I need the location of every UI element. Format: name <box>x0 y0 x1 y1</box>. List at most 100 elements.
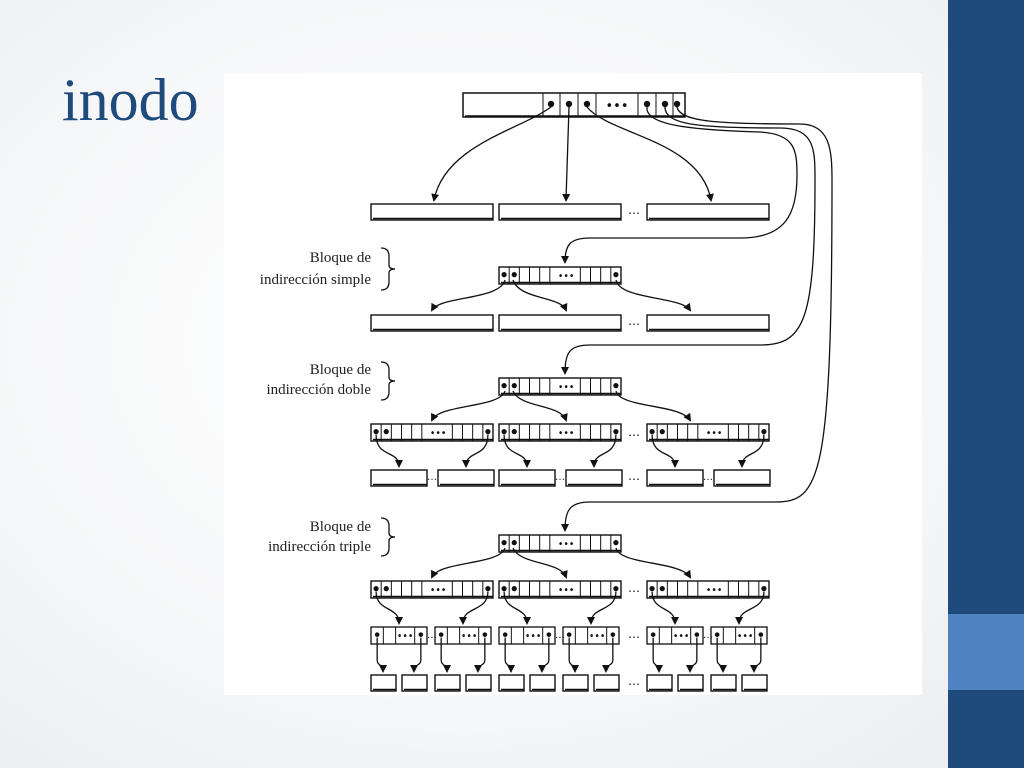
data-block <box>646 314 770 332</box>
pointer-dots-text: ••• <box>461 631 478 642</box>
pointer-arrow <box>512 390 568 422</box>
pointer-dot <box>547 100 555 108</box>
data-block <box>565 469 623 487</box>
data-block <box>370 674 397 692</box>
data-block <box>677 674 704 692</box>
pointer-arrow <box>686 637 698 673</box>
pointer-arrow <box>615 279 692 312</box>
slide-title: inodo <box>62 67 199 133</box>
pointer-dot <box>566 632 572 637</box>
pointer-dot <box>613 272 619 278</box>
pointer-dots-text: ••• <box>558 382 575 393</box>
pointer-arrow <box>587 591 617 625</box>
ellipsis-text: … <box>628 203 640 217</box>
pointer-arrow <box>431 106 552 202</box>
pointer-arrow <box>512 279 568 312</box>
label-simple: Bloque de indirección simple <box>260 250 372 288</box>
pointer-dot <box>383 586 389 592</box>
pointer-dot <box>650 632 656 637</box>
pointer-arrow <box>716 637 727 673</box>
pointer-arrow <box>431 547 506 579</box>
pointer-dot <box>659 429 665 435</box>
data-block <box>710 674 737 692</box>
pointer-dot <box>511 272 517 278</box>
pointer-dot <box>610 632 616 637</box>
pointer-dots-text: ••• <box>706 585 723 596</box>
pointer-dot <box>373 429 379 435</box>
pointer-arrow <box>651 434 679 468</box>
pointer-dot <box>501 383 507 389</box>
label-doble: Bloque de indirección doble <box>266 362 371 398</box>
label-triple-line2: indirección triple <box>268 539 371 555</box>
diagram-shapes: •••…•••…••••••••••••……………••••••••••••…••… <box>370 92 833 692</box>
pointer-dot <box>613 540 619 546</box>
pointer-dot <box>485 586 491 592</box>
pointer-dot <box>714 632 720 637</box>
pointer-dots-text: ••• <box>605 99 628 114</box>
pointer-dots-text: ••• <box>525 631 542 642</box>
pointer-dot <box>661 100 669 108</box>
pointer-arrow <box>652 637 663 673</box>
ellipsis-text: … <box>427 630 437 641</box>
label-brace <box>380 361 396 401</box>
pointer-dot <box>694 632 700 637</box>
pointer-arrow <box>586 106 714 202</box>
pointer-dot <box>761 429 767 435</box>
ellipsis-text: … <box>628 469 640 483</box>
pointer-dots-text: ••• <box>737 631 754 642</box>
pointer-dot <box>546 632 552 637</box>
label-triple: Bloque de indirección triple <box>268 519 371 555</box>
pointer-arrow <box>503 434 531 468</box>
pointer-arrow <box>474 637 486 673</box>
label-brace <box>380 247 396 291</box>
pointer-dots-text: ••• <box>430 585 447 596</box>
pointer-arrow <box>750 637 762 673</box>
label-brace <box>380 517 396 557</box>
pointer-dots-text: ••• <box>397 631 414 642</box>
ellipsis-text: … <box>703 472 713 483</box>
small-indirect-block <box>562 626 620 645</box>
data-block <box>713 469 771 487</box>
data-block <box>434 674 461 692</box>
pointer-arrow <box>376 637 387 673</box>
pointer-dot <box>583 100 591 108</box>
ellipsis-text: … <box>555 630 565 641</box>
small-indirect-block <box>498 626 556 645</box>
data-block <box>370 203 494 221</box>
pointer-arrow <box>410 637 422 673</box>
data-block <box>593 674 620 692</box>
pointer-arrow <box>602 637 614 673</box>
data-block <box>498 314 622 332</box>
label-doble-line2: indirección doble <box>266 382 371 398</box>
label-simple-line2: indirección simple <box>260 272 372 288</box>
pointer-dots-text: ••• <box>430 428 447 439</box>
pointer-arrow <box>615 390 692 422</box>
pointer-dot <box>511 429 517 435</box>
pointer-dot <box>649 586 655 592</box>
pointer-arrow <box>431 279 506 312</box>
pointer-dot <box>482 632 488 637</box>
pointer-dot <box>673 100 681 108</box>
pointer-dot <box>502 632 508 637</box>
small-indirect-block <box>710 626 768 645</box>
data-block <box>370 469 428 487</box>
pointer-arrow <box>504 637 515 673</box>
label-triple-line1: Bloque de <box>310 519 372 535</box>
data-block <box>741 674 768 692</box>
data-block <box>370 314 494 332</box>
small-indirect-block <box>646 626 704 645</box>
pointer-arrow <box>590 434 617 468</box>
sidebar-accent-block <box>948 614 1024 690</box>
data-block <box>498 469 556 487</box>
pointer-arrow <box>735 591 765 625</box>
ellipsis-text: … <box>628 314 640 328</box>
data-block <box>646 469 704 487</box>
data-block <box>465 674 492 692</box>
pointer-dots-text: ••• <box>706 428 723 439</box>
data-block <box>498 203 622 221</box>
pointer-dot <box>485 429 491 435</box>
pointer-dots-text: ••• <box>589 631 606 642</box>
pointer-arrow <box>459 591 489 625</box>
data-block <box>646 203 770 221</box>
